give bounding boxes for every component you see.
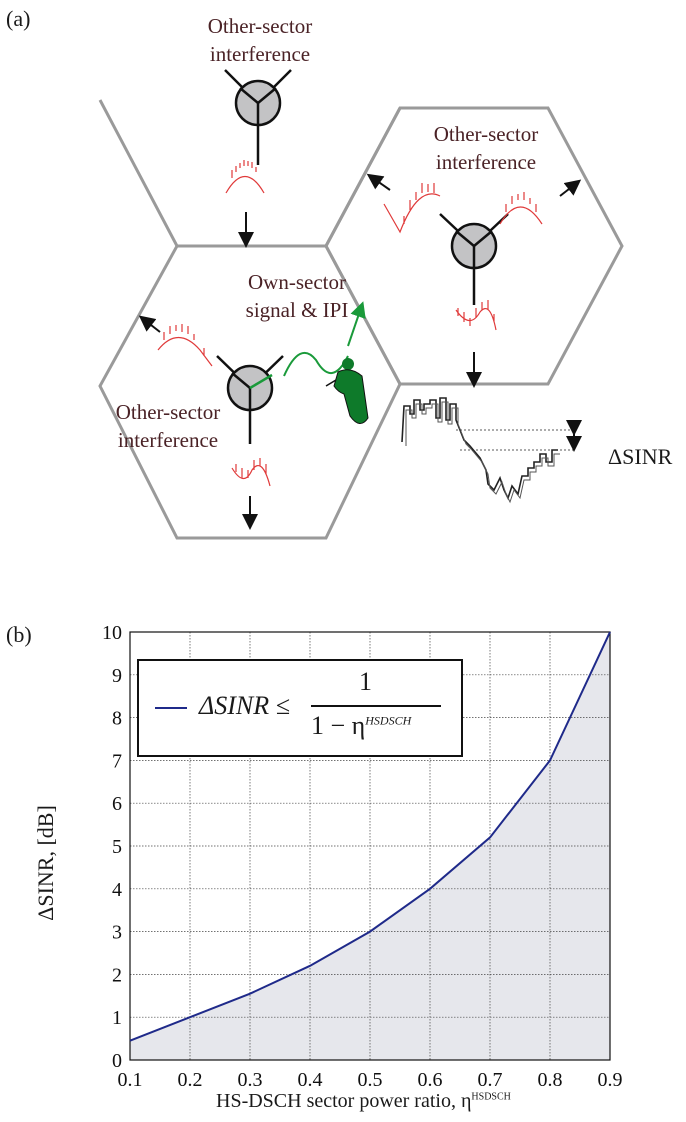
interference-wave-right-3: [455, 300, 497, 331]
legend-line-swatch: [155, 707, 187, 709]
y-tick-label: 2: [112, 964, 122, 986]
panel-a-label: (a): [6, 6, 31, 31]
sinr-chart: 0.1 0.2 0.3 0.4 0.5 0.6 0.7 0.8 0.9 0 1 2 3 4 5 6 7 8 9 10: [102, 622, 623, 1091]
y-tick-label: 10: [102, 622, 122, 644]
x-tick-label: 0.7: [478, 1069, 503, 1091]
x-tick-label: 0.8: [538, 1069, 563, 1091]
right-base-station: [439, 213, 509, 305]
x-tick-label: 0.3: [238, 1069, 263, 1091]
left-cell-hexagon: [98, 244, 402, 540]
arrow-upright-right: [559, 179, 582, 197]
legend-lhs: ΔSINR ≤: [199, 691, 290, 720]
chart-legend: ΔSINR ≤ 1 1 − ηHSDSCH: [137, 659, 463, 757]
user-terminal-icon: [325, 358, 369, 424]
legend-superscript: HSDSCH: [365, 713, 412, 728]
y-tick-label: 6: [112, 793, 122, 815]
y-tick-label: 8: [112, 708, 122, 730]
arrow-upleft-left: [138, 315, 161, 333]
x-tick-label: 0.4: [298, 1069, 323, 1091]
x-axis-label: HS-DSCH sector power ratio, ηHSDSCH: [216, 1090, 511, 1112]
sinr-trace: [401, 397, 582, 504]
x-tick-label: 0.5: [358, 1069, 383, 1091]
y-tick-label: 0: [112, 1050, 122, 1072]
cell-diagram: [98, 69, 624, 540]
top-base-station: [224, 69, 292, 165]
x-tick-label: 0.9: [598, 1069, 623, 1091]
plot-frame: [129, 631, 611, 1061]
y-tick-label: 1: [112, 1007, 122, 1029]
x-tick-label: 0.2: [178, 1069, 203, 1091]
x-axis-label-superscript: HSDSCH: [471, 1091, 511, 1103]
legend-numerator: 1: [359, 667, 372, 696]
left-base-station: [216, 355, 284, 444]
interference-wave-left-2: [231, 458, 271, 487]
own-sector-signal-wave: [283, 351, 349, 377]
interference-wave-right-2: [499, 192, 543, 225]
y-tick-label: 3: [112, 922, 122, 944]
y-tick-label: 7: [112, 750, 122, 772]
arrow-upleft-right: [366, 173, 391, 191]
y-tick-label: 4: [112, 879, 122, 901]
interference-wave-left-1: [157, 324, 213, 367]
legend-fraction-bar: [311, 705, 441, 707]
panel-b-label: (b): [6, 622, 32, 647]
y-tick-label: 9: [112, 665, 122, 687]
interference-wave-top: [225, 160, 265, 194]
y-axis-label: ΔSINR, [dB]: [33, 805, 58, 921]
x-tick-label: 0.1: [118, 1069, 143, 1091]
x-tick-label: 0.6: [418, 1069, 443, 1091]
own-sector-arrow: [347, 301, 366, 347]
y-tick-label: 5: [112, 836, 122, 858]
legend-denominator: 1 − ηHSDSCH: [311, 711, 412, 740]
interference-wave-right-1: [383, 183, 441, 234]
delta-sinr-label: ΔSINR: [608, 444, 673, 469]
